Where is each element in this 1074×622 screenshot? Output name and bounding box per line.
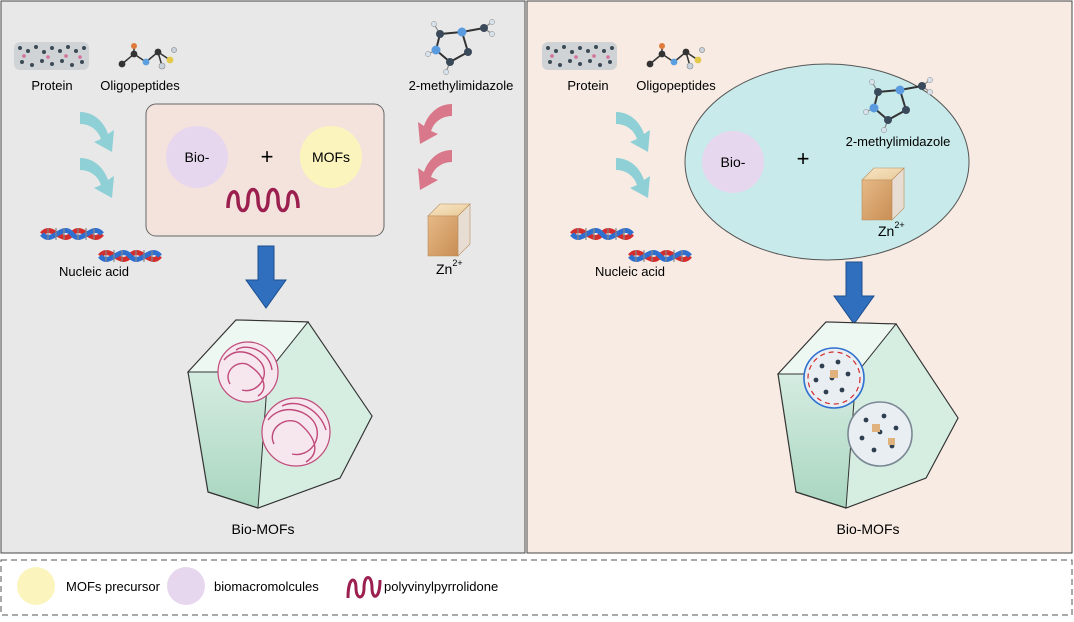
protein-structure-icon — [542, 42, 617, 70]
legend-pvp-icon — [346, 576, 382, 599]
left-bio-mof-crystal — [186, 319, 373, 509]
left-nucleic-acid-label: Nucleic acid — [59, 264, 129, 279]
protein-structure-icon — [14, 42, 89, 70]
right-plus-sign: + — [797, 146, 810, 171]
right-product-label: Bio-MOFs — [837, 521, 900, 537]
left-bio-label: Bio- — [185, 149, 210, 165]
right-bio-label: Bio- — [721, 154, 746, 170]
left-zn-label: Zn2+ — [436, 258, 463, 277]
legend-box — [0, 559, 1073, 616]
right-methylimidazole-label: 2-methylimidazole — [846, 134, 951, 149]
right-nucleic-acid-label: Nucleic acid — [595, 264, 665, 279]
left-mofs-label: MOFs — [312, 149, 350, 165]
legend-pvp-label: polyvinylpyrrolidone — [384, 579, 498, 594]
right-zn-label: Zn2+ — [878, 220, 905, 239]
left-protein-label: Protein — [31, 78, 72, 93]
zinc-cube-icon — [427, 203, 471, 257]
legend-biomacromolecules-swatch — [167, 567, 205, 605]
right-protein-label: Protein — [567, 78, 608, 93]
right-oligopeptides-label: Oligopeptides — [636, 78, 716, 93]
left-plus-sign: + — [261, 144, 274, 169]
right-bio-mof-crystal — [776, 321, 959, 509]
legend-mofs-precursor-label: MOFs precursor — [66, 579, 161, 594]
left-methylimidazole-label: 2-methylimidazole — [409, 78, 514, 93]
left-product-label: Bio-MOFs — [232, 521, 295, 537]
pvp-polymer-icon — [226, 187, 300, 213]
legend-mofs-precursor-swatch — [17, 567, 55, 605]
left-mofs-circle — [300, 126, 362, 188]
left-oligopeptides-label: Oligopeptides — [100, 78, 180, 93]
left-bio-circle — [166, 126, 228, 188]
legend-biomacromolecules-label: biomacromolcules — [214, 579, 319, 594]
zinc-cube-icon — [861, 167, 905, 221]
right-bio-circle — [702, 131, 764, 193]
